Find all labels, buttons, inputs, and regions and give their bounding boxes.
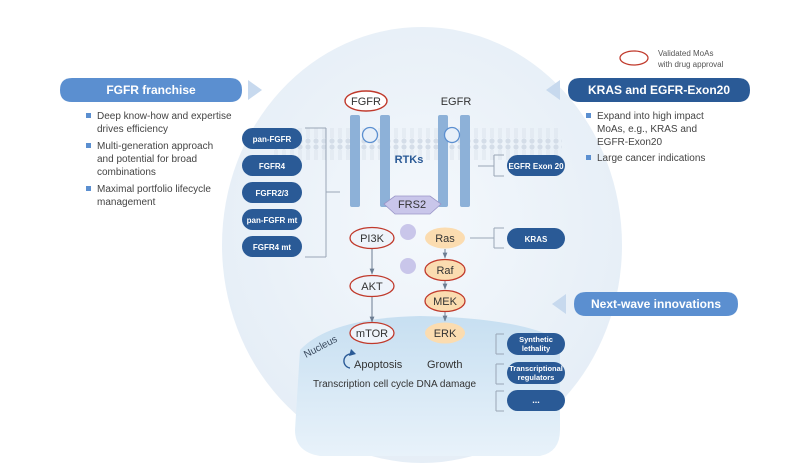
ras-label: Ras	[435, 233, 455, 245]
pill-egfr-exon20-label: EGFR Exon 20	[508, 162, 564, 171]
pill-kras	[507, 228, 565, 249]
mek-node	[424, 289, 466, 313]
erk-node	[425, 322, 465, 344]
pill-fgfr4-label: FGFR4	[259, 162, 286, 171]
raf-node	[424, 258, 466, 282]
pill-fgfr2-3	[242, 182, 302, 203]
left-banner-chevron-icon	[248, 80, 262, 100]
bullet-square-icon	[86, 113, 91, 118]
fgfr-bracket	[305, 127, 340, 258]
pill-pan-fgfr	[242, 128, 302, 149]
kras-bullet-2-line-1: Large cancer indications	[597, 153, 705, 164]
kras-egfr-bullets: Expand into high impact MoAs, e.g., KRAS…	[586, 111, 705, 164]
next-wave-connectors	[495, 333, 504, 412]
ras-node	[425, 227, 465, 249]
growth-label: Growth	[427, 359, 462, 371]
fgfr-bullet-2-line-3: combinations	[97, 167, 156, 178]
kras-bullet-1-line-3: EGFR-Exon20	[597, 137, 662, 148]
kras-bullet-1-line-1: Expand into high impact	[597, 111, 704, 122]
raf-label: Raf	[436, 265, 454, 277]
right-banner-chevron-icon	[546, 80, 560, 100]
pill-transcriptional-regulators-line-1: Transcriptional	[509, 364, 563, 373]
nucleus-caption: Transcription cell cycle DNA damage	[313, 379, 476, 390]
legend-line-2: with drug approval	[657, 60, 724, 69]
kras-bullet-1-line-2: MoAs, e.g., KRAS and	[597, 124, 697, 135]
pill-more	[507, 390, 565, 411]
akt-label: AKT	[361, 281, 383, 293]
akt-node	[349, 274, 395, 298]
kras-egfr-title: KRAS and EGFR-Exon20	[588, 83, 730, 97]
pill-pan-fgfr-label: pan-FGFR	[253, 135, 292, 144]
kras-connector	[470, 227, 504, 249]
pill-synthetic-lethality-line-1: Synthetic	[519, 335, 553, 344]
rtks-label: RTKs	[395, 154, 424, 166]
adaptor-dot-1	[400, 224, 416, 240]
fgfr-bullet-1-line-1: Deep know-how and expertise	[97, 111, 232, 122]
fgfr-bullet-2-line-2: and potential for broad	[97, 154, 197, 165]
bullet-square-icon	[86, 143, 91, 148]
next-wave-title: Next-wave innovations	[591, 297, 721, 311]
legend-line-1: Validated MoAs	[658, 49, 713, 58]
pill-more-label: ...	[532, 395, 540, 405]
mek-label: MEK	[433, 296, 458, 308]
erk-label: ERK	[434, 328, 457, 340]
egfr-exon20-connector	[478, 154, 504, 177]
next-wave-banner	[574, 292, 738, 316]
fgfr-bullet-2-line-1: Multi-generation approach	[97, 141, 213, 152]
frs2-label: FRS2	[398, 199, 426, 211]
pill-kras-label: KRAS	[525, 235, 548, 244]
pill-synthetic-lethality	[507, 333, 565, 355]
fgfr-pill-list: pan-FGFR FGFR4 FGFR2/3 pan-FGFR mt FGFR4…	[242, 128, 302, 257]
fgfr-bullets: Deep know-how and expertise drives effic…	[86, 111, 232, 208]
bullet-square-icon	[586, 113, 591, 118]
fgfr-receptor	[350, 115, 390, 207]
kras-egfr-banner	[568, 78, 750, 102]
pill-fgfr4	[242, 155, 302, 176]
mtor-label: mTOR	[356, 328, 388, 340]
pi3k-label: PI3K	[360, 233, 385, 245]
pill-pan-fgfr-mt-label: pan-FGFR mt	[247, 216, 298, 225]
pi3k-node	[349, 226, 395, 250]
mtor-node	[349, 321, 395, 345]
pill-transcriptional-regulators	[507, 362, 565, 384]
pill-pan-fgfr-mt	[242, 209, 302, 230]
bullet-square-icon	[86, 186, 91, 191]
fgfr-franchise-title: FGFR franchise	[106, 83, 196, 97]
pill-egfr-exon20	[507, 155, 565, 176]
egfr-label: EGFR	[441, 96, 472, 108]
apoptosis-label: Apoptosis	[354, 359, 403, 371]
pill-fgfr4-mt-label: FGFR4 mt	[253, 243, 292, 252]
adaptor-dot-2	[400, 258, 416, 274]
nucleus	[295, 316, 560, 456]
fgfr-bullet-3-line-1: Maximal portfolio lifecycle	[97, 184, 211, 195]
fgfr-label: FGFR	[351, 96, 381, 108]
egfr-receptor	[438, 115, 470, 207]
pill-transcriptional-regulators-line-2: regulators	[518, 373, 555, 382]
pill-fgfr2-3-label: FGFR2/3	[256, 189, 289, 198]
fgfr-label-outline	[344, 90, 388, 112]
fgfr-bullet-1-line-2: drives efficiency	[97, 124, 168, 135]
frs2-node	[383, 195, 442, 215]
pill-fgfr4-mt	[242, 236, 302, 257]
fgfr-franchise-banner	[60, 78, 242, 102]
fgfr-bullet-3-line-2: management	[97, 197, 156, 208]
next-wave-chevron-icon	[552, 294, 566, 314]
bullet-square-icon	[586, 155, 591, 160]
apoptosis-arrowhead-icon	[349, 349, 356, 356]
legend-swatch	[619, 50, 649, 66]
pill-synthetic-lethality-line-2: lethality	[522, 344, 551, 353]
